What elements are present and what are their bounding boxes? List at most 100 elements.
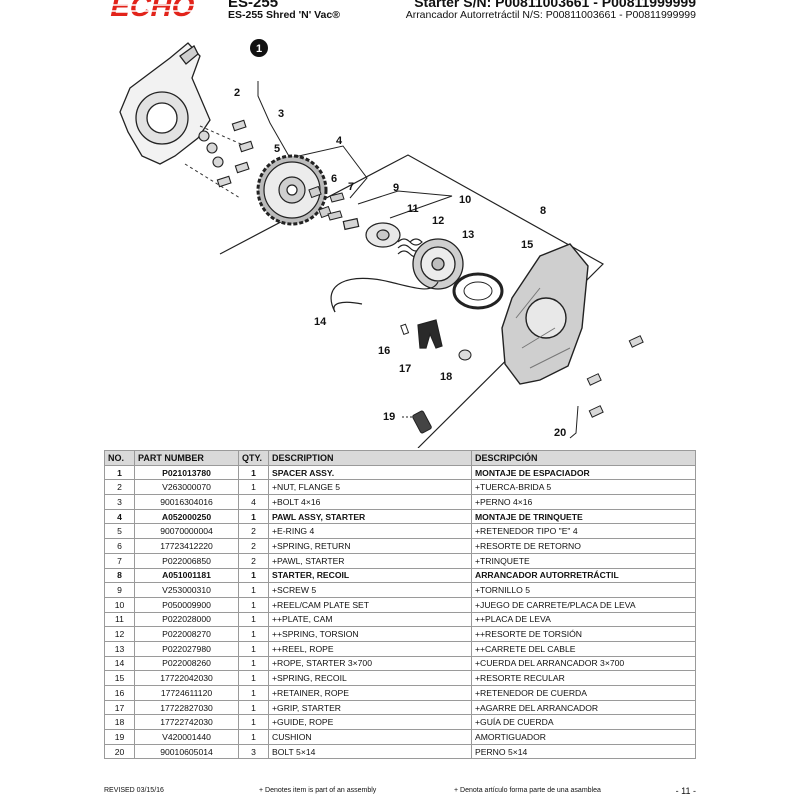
part-number: 90070000004 bbox=[134, 523, 239, 540]
part-number: P022027980 bbox=[134, 640, 239, 657]
part-qty: 1 bbox=[238, 655, 269, 672]
part-descripcion: +AGARRE DEL ARRANCADOR bbox=[471, 699, 696, 716]
part-qty: 1 bbox=[238, 670, 269, 686]
echo-logo: ECHO bbox=[104, 0, 216, 20]
part-number: 17723412220 bbox=[134, 538, 239, 554]
part-qty: 1 bbox=[238, 596, 269, 613]
section-title-es: Arrancador Autorretráctil N/S: P00811003… bbox=[405, 9, 696, 21]
brand-text: ECHO bbox=[107, 0, 198, 20]
callout-6: 6 bbox=[331, 173, 337, 185]
part-no: 17 bbox=[104, 699, 135, 716]
part-number: A051001181 bbox=[134, 567, 239, 584]
part-number: P050009900 bbox=[134, 596, 239, 613]
starter-rope bbox=[330, 277, 439, 313]
model-name: ES-255 Shred 'N' Vac® bbox=[228, 9, 340, 21]
callout-1: 1 bbox=[256, 43, 262, 55]
part-qty: 1 bbox=[238, 640, 269, 657]
section-title-en: Starter S/N: P00811003661 - P00811999999 bbox=[414, 0, 696, 10]
callout-7: 7 bbox=[348, 181, 354, 193]
part-descripcion: +RETENEDOR DE CUERDA bbox=[471, 685, 696, 701]
callout-13: 13 bbox=[462, 229, 474, 241]
part-number: 90016304016 bbox=[134, 494, 239, 510]
assembly-bracket-20 bbox=[569, 405, 579, 439]
page-footer: REVISED 03/15/16 + Denotes item is part … bbox=[104, 786, 696, 799]
callout-14: 14 bbox=[314, 316, 327, 328]
model-number: ES-255 bbox=[228, 0, 279, 11]
spacer-housing bbox=[119, 42, 211, 165]
part-number: 90010605014 bbox=[134, 743, 239, 760]
callout-4: 4 bbox=[336, 135, 343, 147]
revision-date: REVISED 03/15/16 bbox=[104, 787, 164, 794]
part-no: 10 bbox=[104, 596, 135, 613]
part-descripcion: +RESORTE RECULAR bbox=[471, 670, 696, 686]
part-descripcion: +JUEGO DE CARRETE/PLACA DE LEVA bbox=[471, 596, 696, 613]
col-description: DESCRIPTION bbox=[268, 450, 472, 466]
col-no: NO. bbox=[104, 450, 135, 466]
part-description: +NUT, FLANGE 5 bbox=[268, 479, 472, 496]
part-no: 16 bbox=[104, 685, 135, 701]
part-no: 6 bbox=[104, 538, 135, 554]
callout-11: 11 bbox=[407, 203, 419, 215]
part-no: 20 bbox=[104, 743, 135, 760]
part-descripcion: ++CARRETE DEL CABLE bbox=[471, 640, 696, 657]
page-header: ECHO ES-255 ES-255 Shred 'N' Vac® Starte… bbox=[0, 0, 800, 30]
callout-9: 9 bbox=[393, 182, 399, 194]
callout-16: 16 bbox=[378, 345, 390, 357]
part-qty: 1 bbox=[238, 699, 269, 716]
part-qty: 2 bbox=[238, 552, 269, 569]
part-number: 17722827030 bbox=[134, 699, 239, 716]
part-description: +GUIDE, ROPE bbox=[268, 714, 472, 731]
leader-line bbox=[184, 163, 241, 199]
part-description: +REEL/CAM PLATE SET bbox=[268, 596, 472, 613]
part-description: +PAWL, STARTER bbox=[268, 552, 472, 569]
part-no: 3 bbox=[104, 494, 135, 510]
part-no: 9 bbox=[104, 582, 135, 598]
assembly-bracket-1 bbox=[257, 81, 291, 159]
rope-reel bbox=[412, 238, 464, 290]
part-no: 8 bbox=[104, 567, 135, 584]
part-description: +BOLT 4×16 bbox=[268, 494, 472, 510]
part-descripcion: +TUERCA-BRIDA 5 bbox=[471, 479, 696, 496]
part-number: V253000310 bbox=[134, 582, 239, 598]
part-number: P022006850 bbox=[134, 552, 239, 569]
col-descripcion: DESCRIPCIÓN bbox=[471, 450, 696, 466]
part-descripcion: PERNO 5×14 bbox=[471, 743, 696, 760]
callout-8: 8 bbox=[540, 205, 546, 217]
part-qty: 1 bbox=[238, 479, 269, 496]
col-part-number: PART NUMBER bbox=[134, 450, 239, 466]
part-description: BOLT 5×14 bbox=[268, 743, 472, 760]
pawl-gear bbox=[256, 154, 328, 226]
part-descripcion: +RETENEDOR TIPO "E" 4 bbox=[471, 523, 696, 540]
cam-plate bbox=[342, 217, 401, 248]
part-number: A052000250 bbox=[134, 508, 239, 525]
part-qty: 4 bbox=[238, 494, 269, 510]
part-no: 15 bbox=[104, 670, 135, 686]
part-no: 11 bbox=[104, 611, 135, 628]
starter-cover bbox=[501, 243, 589, 385]
part-no: 4 bbox=[104, 508, 135, 525]
page-number: - 11 - bbox=[675, 786, 696, 796]
assembly-bracket-4 bbox=[289, 145, 368, 199]
part-description: ++REEL, ROPE bbox=[268, 640, 472, 657]
part-qty: 1 bbox=[238, 567, 269, 584]
exploded-parts-diagram: 1 2 3 4 5 6 7 8 9 10 11 12 13 14 15 16 1… bbox=[119, 39, 644, 448]
callout-10: 10 bbox=[459, 194, 471, 206]
part-description: +RETAINER, ROPE bbox=[268, 685, 472, 701]
rope-guide bbox=[458, 349, 472, 361]
part-qty: 1 bbox=[238, 714, 269, 731]
